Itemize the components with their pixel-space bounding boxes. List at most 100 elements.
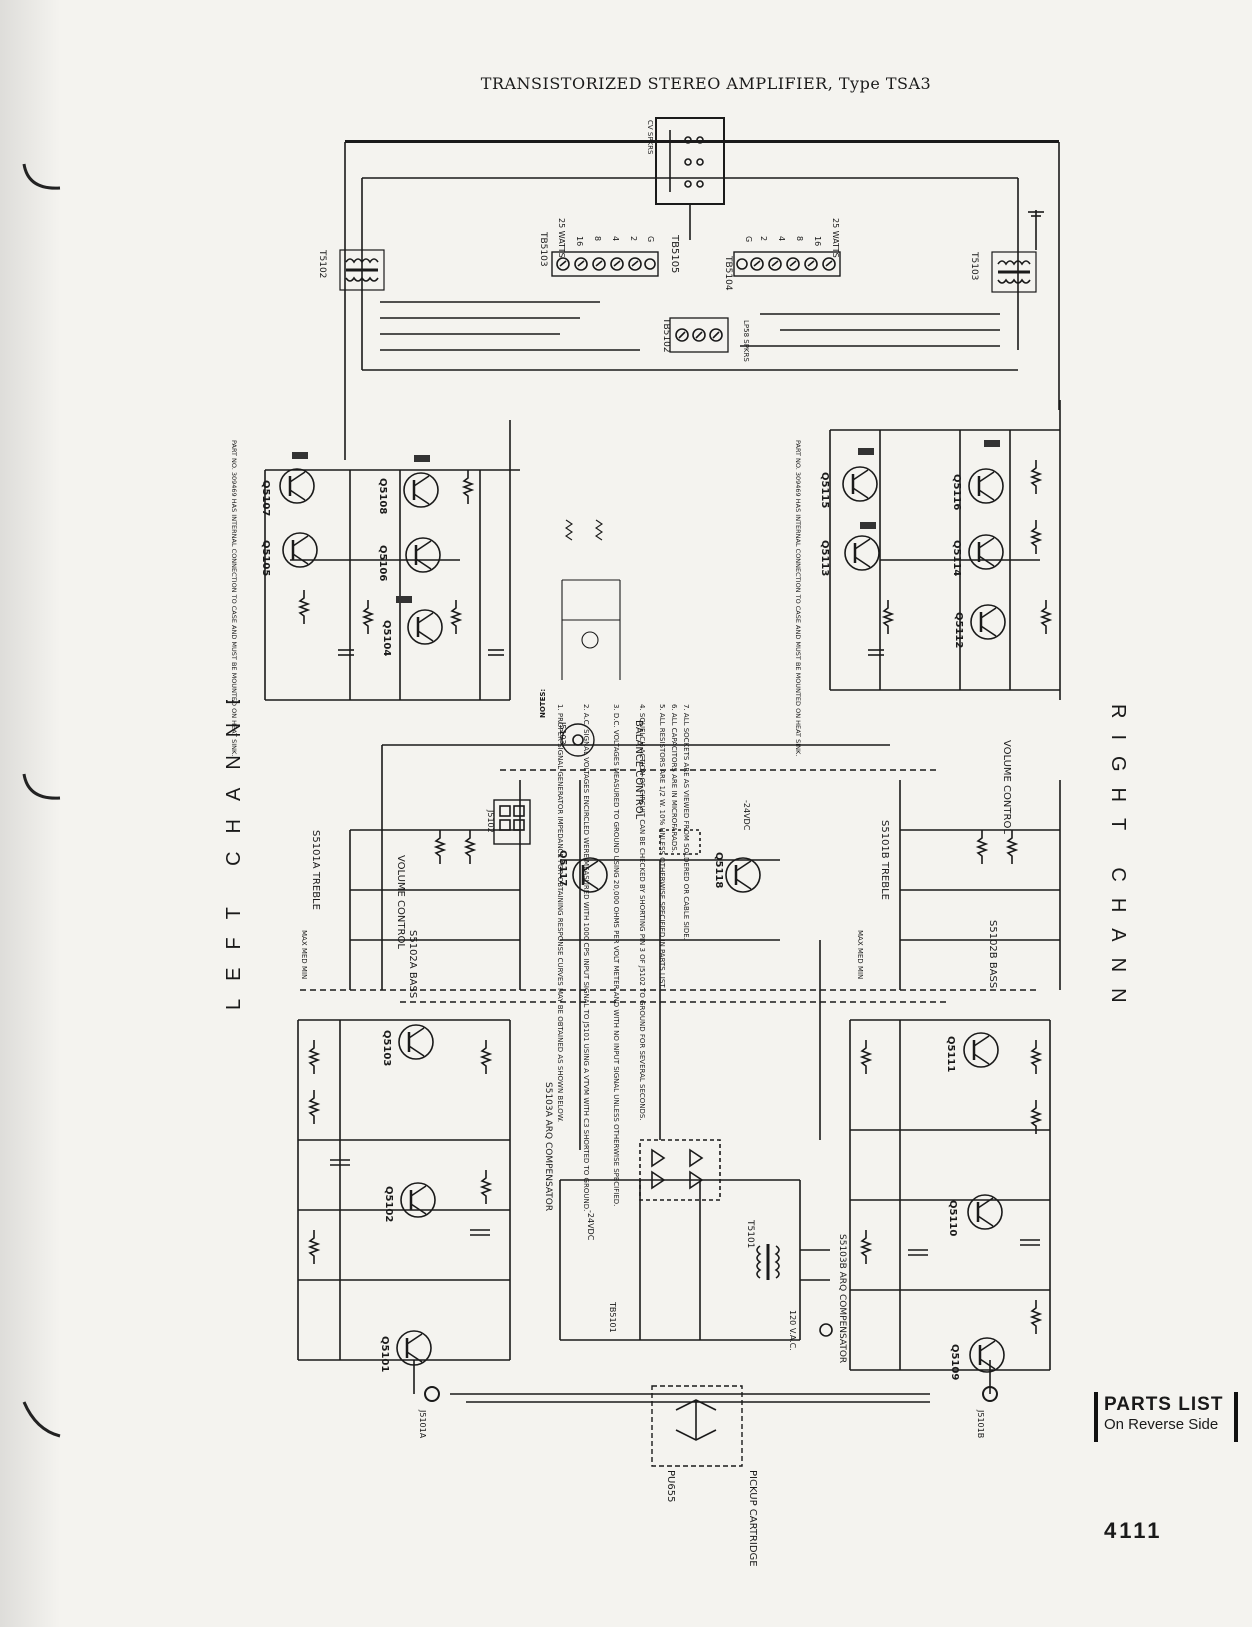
heat-sink-tab — [984, 440, 1000, 447]
q5109-label: Q5109 — [949, 1344, 960, 1380]
t5103-transformer — [991, 210, 1044, 293]
left-output-stage — [264, 420, 520, 701]
svg-text:2. A.C. SIGNAL VOLTAGES ENCIRC: 2. A.C. SIGNAL VOLTAGES ENCIRCLED WERE M… — [582, 704, 590, 1211]
q5112-label: Q5112 — [953, 612, 964, 648]
lp-speakers-label: LP58 SPKRS — [742, 320, 750, 362]
q5107-label: Q5107 — [260, 480, 271, 516]
q5106-label: Q5106 — [377, 545, 388, 581]
left-channel-label: LEFT CHANNEL — [223, 700, 245, 1010]
right-switch-positions: MAX MED MIN — [856, 930, 864, 979]
j5102-label: J5102 — [486, 809, 495, 833]
tb5104-tap-g: G — [744, 236, 753, 242]
right-arq-label: S5103B ARQ COMPENSATOR — [837, 1234, 847, 1363]
left-preamp-stage — [297, 1019, 511, 1361]
left-volume-label: VOLUME CONTROL — [395, 855, 406, 949]
mains-voltage-label: 120 V.A.C. — [788, 1310, 797, 1351]
tb5103-strip — [551, 251, 659, 277]
tb5101-label: TB5101 — [608, 1301, 617, 1333]
j5101a-label: J5101A — [418, 1409, 427, 1439]
svg-text:NOTES:: NOTES: — [539, 689, 547, 718]
svg-text:1. PROPER SIGNAL GENERATOR IMP: 1. PROPER SIGNAL GENERATOR IMPEDANCE FOR… — [556, 704, 564, 1122]
q5117-label: Q5117 — [557, 850, 568, 886]
svg-text:7. ALL SOCKETS ARE AS VIEWED F: 7. ALL SOCKETS ARE AS VIEWED FROM SOLDER… — [682, 704, 690, 940]
cv-speakers-label: CV SPKRS — [646, 120, 654, 155]
ps-voltage-label: -24VDC — [586, 1210, 595, 1241]
heat-sink-tab — [414, 455, 430, 462]
supply-voltage-label: -24VDC — [742, 800, 751, 831]
q5118-label: Q5118 — [713, 852, 724, 888]
tb5104-tap-8: 8 — [795, 236, 804, 241]
right-transistors — [842, 466, 1006, 640]
tb5103-label: TB5103 — [538, 231, 548, 267]
tb5103-tap-2: 2 — [629, 236, 638, 241]
punch-hole-mark — [22, 773, 61, 800]
generator-impedance-sketch — [561, 519, 621, 680]
q5110-label: Q5110 — [947, 1200, 958, 1236]
pickup-model-label: PU655 — [665, 1470, 676, 1502]
tone-control-section — [300, 744, 1061, 1150]
q5104-label: Q5104 — [381, 620, 392, 656]
page-title: TRANSISTORIZED STEREO AMPLIFIER, Type TS… — [480, 74, 932, 93]
balance-control-label: BALANCE CONTROL — [633, 720, 644, 820]
tb5103-tap-16: 16 — [575, 236, 584, 246]
pickup-cartridge-label: PICKUP CARTRIDGE — [747, 1470, 758, 1567]
power-supply — [559, 1139, 833, 1341]
left-switch-positions: MAX MED MIN — [300, 930, 308, 979]
heat-sink-tab — [858, 448, 874, 455]
tb5104-strip — [733, 251, 841, 277]
tb5104-tap-2: 2 — [759, 236, 768, 241]
q5103-label: Q5103 — [381, 1030, 392, 1066]
q5102-label: Q5102 — [383, 1186, 394, 1222]
left-bass-label: S5102A BASS — [407, 930, 418, 998]
t5103-label: T5103 — [969, 251, 979, 280]
svg-text:5. ALL RESISTORS ARE 1/2 W. 10: 5. ALL RESISTORS ARE 1/2 W. 10% UNLESS O… — [658, 704, 666, 989]
tb5103-tap-8: 8 — [593, 236, 602, 241]
svg-text:6. ALL CAPACITORS ARE IN MICRO: 6. ALL CAPACITORS ARE IN MICROFARADS. — [670, 704, 678, 853]
preamp-transistors — [572, 857, 761, 893]
q5111-label: Q5111 — [945, 1036, 956, 1072]
tb5104-tap-16: 16 — [813, 236, 822, 246]
tb5103-tap-4: 4 — [611, 236, 620, 241]
page-number: 4111 — [1104, 1518, 1163, 1543]
left-lower-transistors — [396, 1024, 436, 1366]
right-preamp-stage — [849, 1019, 1051, 1371]
right-internal-note: PART NO. 309469 HAS INTERNAL CONNECTION … — [794, 440, 802, 756]
tb5105-switch — [655, 117, 725, 240]
tb5104-tap-4: 4 — [777, 236, 786, 241]
right-bass-label: S5102B BASS — [987, 920, 998, 988]
right-channel-label: RIGHT CHANNEL — [1107, 704, 1129, 1020]
left-arq-label: S5103A ARQ COMPENSATOR — [543, 1082, 553, 1211]
tb5103-tap-25w: 25 WATTS — [557, 218, 566, 258]
scan-edge-shadow — [0, 0, 60, 1627]
j5103-label: J5103 — [558, 721, 567, 745]
left-treble-label: S5101A TREBLE — [310, 830, 321, 910]
q5105-label: Q5105 — [260, 540, 271, 576]
right-volume-label: VOLUME CONTROL — [1001, 740, 1012, 834]
j5101b-label: J5101B — [976, 1409, 985, 1438]
t5102-transformer — [339, 249, 385, 291]
heat-sink-tab — [396, 596, 412, 603]
tb5104-tap-25w: 25 WATTS — [831, 218, 840, 258]
left-transistors — [279, 468, 443, 645]
j5103-socket — [561, 723, 595, 757]
left-internal-note: PART NO. 309469 HAS INTERNAL CONNECTION … — [230, 440, 238, 756]
tb5104-label: TB5104 — [723, 255, 733, 291]
q5116-label: Q5116 — [951, 474, 962, 510]
heat-sink-tab — [292, 452, 308, 459]
right-output-stage — [829, 400, 1061, 700]
right-lower-transistors — [963, 1032, 1005, 1373]
right-treble-label: S5101B TREBLE — [879, 820, 890, 900]
punch-hole-mark — [22, 1401, 61, 1438]
q5101-label: Q5101 — [379, 1336, 390, 1372]
q5114-label: Q5114 — [951, 540, 962, 576]
output-wiring — [344, 140, 1060, 460]
svg-text:RIGHT CHANNEL: RIGHT CHANNEL — [1107, 704, 1129, 1020]
t5101-label: T5101 — [745, 1219, 755, 1248]
tb5102-label: TB5102 — [661, 317, 671, 353]
j5102-socket — [493, 799, 531, 845]
svg-text:LEFT CHANNEL: LEFT CHANNEL — [223, 700, 245, 1010]
punch-hole-mark — [22, 163, 61, 190]
svg-text:4. SQUELCH ACTION OF CIRCUIT C: 4. SQUELCH ACTION OF CIRCUIT CAN BE CHEC… — [638, 704, 646, 1121]
